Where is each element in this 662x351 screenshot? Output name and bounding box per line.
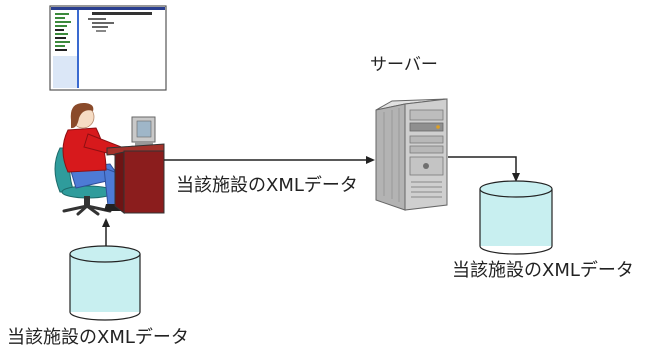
arrow-head [366,156,375,164]
server-drive-bay [409,109,444,121]
arrow-server-to-db [448,156,520,182]
server-database-label: 当該施設のXMLデータ [452,260,634,281]
cylinder-top [69,245,141,263]
monitor-icon [131,116,156,146]
cylinder-outline [479,189,553,255]
thumbnail-tree-line [88,18,106,20]
thumbnail-nav-item [55,21,71,23]
arrow-head [102,218,110,227]
arrow-client-db-to-user [102,218,110,246]
thumbnail-nav-item [55,17,65,19]
server-drive-bay [409,145,444,154]
thumbnail-tree-line [96,30,106,32]
thumbnail-splitter [77,10,79,88]
thumbnail-nav-items [55,13,71,51]
cylinder-outline [69,254,141,321]
arrow-user-to-server [164,156,375,164]
desk-side [114,151,125,215]
monitor-base [135,142,153,146]
thumbnail-nav-item [55,25,67,27]
monitor-screen [136,120,152,138]
thumbnail-nav-item [55,33,68,35]
thumbnail-nav-item [55,37,66,39]
client-database-cylinder-icon [69,245,141,321]
chair-leg [62,204,89,213]
server-side-vents [383,108,400,202]
server-front-vents [411,181,442,198]
chair-base [62,204,112,216]
thumbnail-tree-line [92,26,108,28]
thumbnail-nav-item [55,41,70,43]
server-label: サーバー [370,55,438,75]
chair-leg [85,204,100,216]
user-hair [70,102,94,129]
thumbnail-heading-text [92,12,152,15]
arrow-shaft [448,156,517,175]
server-tower-icon [375,98,448,211]
server-status-led [436,125,440,129]
server-side [375,103,406,211]
server-drive-bay [409,135,444,144]
thumbnail-nav-item [55,49,67,51]
desk-front [123,150,165,214]
server-drive-bay [409,122,444,132]
client-database-label: 当該施設のXMLデータ [7,327,189,348]
app-window-thumbnail [49,5,167,91]
thumbnail-tree-line [92,22,114,24]
cylinder-body [70,254,140,312]
thumbnail-nav-item [55,13,69,15]
chair-post [84,196,90,205]
thumbnail-nav-item [55,29,64,31]
transfer-data-label: 当該施設のXMLデータ [176,175,358,196]
user-at-computer-icon [54,102,165,216]
cylinder-top [479,180,553,198]
chair-leg [76,204,89,216]
desk [106,143,165,215]
server-power-button [423,163,429,169]
thumbnail-title-bar [51,7,165,10]
thumbnail-nav-item [55,45,65,47]
office-chair [54,147,115,216]
cylinder-body [480,189,552,246]
arrow-head [512,173,520,182]
thumbnail-left-pane-lower [53,56,77,88]
server-database-cylinder-icon [479,180,553,255]
